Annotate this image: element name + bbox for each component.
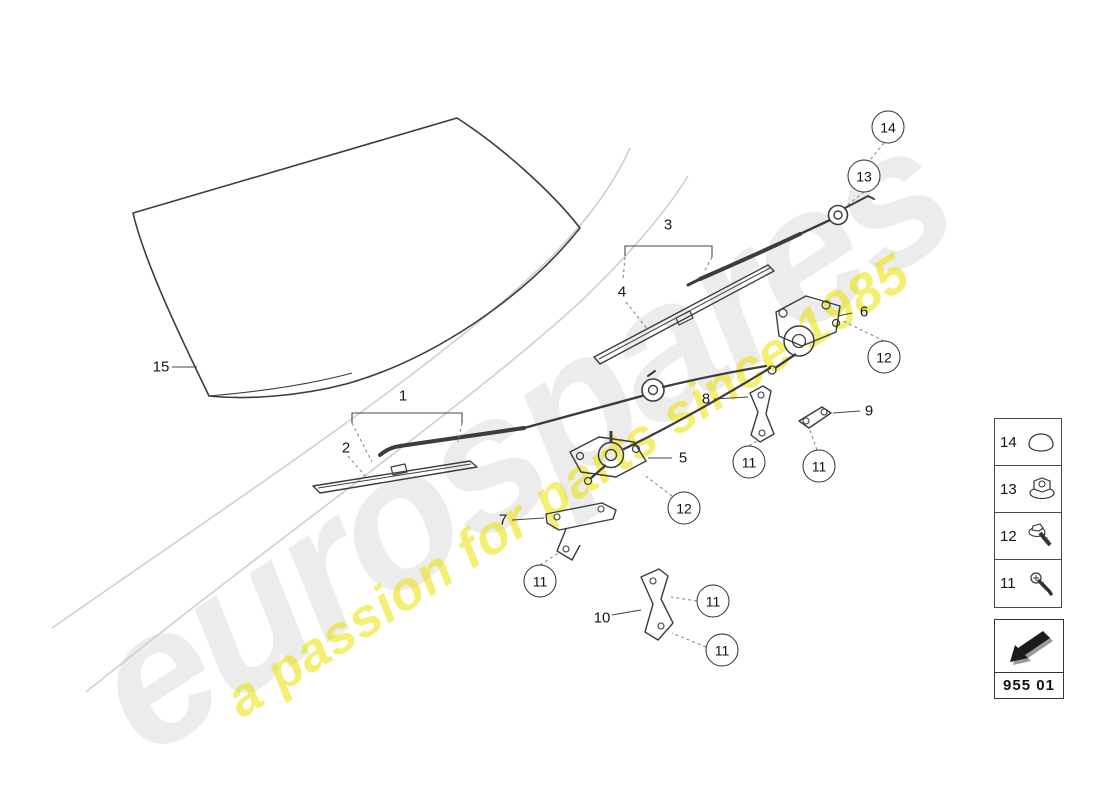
dotted-leader-lines bbox=[347, 142, 885, 648]
callout-circle-11: 11 bbox=[732, 445, 766, 479]
direction-arrow-icon bbox=[995, 620, 1063, 673]
wiper-blade-left bbox=[312, 460, 478, 494]
callout-circle-11: 11 bbox=[696, 584, 730, 618]
cap-icon bbox=[1028, 433, 1054, 452]
swoosh-decoration bbox=[51, 147, 689, 693]
legend-label-14: 14 bbox=[1000, 433, 1017, 451]
callout-circle-13: 13 bbox=[847, 159, 881, 193]
callout-4: 4 bbox=[617, 283, 627, 301]
windshield-glass bbox=[132, 117, 581, 399]
callout-15: 15 bbox=[152, 358, 170, 376]
legend-row-12: 12 bbox=[995, 513, 1061, 560]
link-lever-9 bbox=[798, 406, 832, 429]
wiper-arm-right bbox=[686, 194, 875, 287]
callout-1: 1 bbox=[398, 387, 408, 405]
callout-circle-11: 11 bbox=[705, 633, 739, 667]
legend-row-11: 11 bbox=[995, 560, 1061, 607]
mount-bracket-10 bbox=[640, 568, 674, 641]
callout-circle-12: 12 bbox=[667, 491, 701, 525]
callout-9: 9 bbox=[864, 402, 874, 420]
callout-3: 3 bbox=[663, 216, 673, 234]
legend-label-13: 13 bbox=[1000, 480, 1017, 498]
callout-5: 5 bbox=[678, 449, 688, 467]
linkage-bracket-5 bbox=[569, 431, 647, 486]
dimension-lines bbox=[172, 245, 861, 616]
legend-row-14: 14 bbox=[995, 419, 1061, 466]
callout-circle-14: 14 bbox=[871, 110, 905, 144]
callout-10: 10 bbox=[593, 609, 611, 627]
callout-2: 2 bbox=[341, 439, 351, 457]
fastener-legend: 14 13 12 11 bbox=[994, 418, 1062, 608]
callout-7: 7 bbox=[498, 511, 508, 529]
flange-bolt-icon bbox=[1028, 523, 1052, 547]
part-code-box: 955 01 bbox=[994, 619, 1064, 699]
linkage-rods bbox=[622, 364, 772, 451]
wiper-arm-left bbox=[378, 370, 665, 457]
legend-row-13: 13 bbox=[995, 466, 1061, 513]
legend-label-12: 12 bbox=[1000, 527, 1017, 545]
legend-label-11: 11 bbox=[1000, 575, 1016, 592]
part-code: 955 01 bbox=[1003, 677, 1055, 694]
callout-circle-11: 11 bbox=[523, 564, 557, 598]
screw-icon bbox=[1030, 571, 1053, 596]
callout-8: 8 bbox=[701, 390, 711, 408]
wiper-blade-right bbox=[593, 264, 775, 365]
mount-bracket-7 bbox=[545, 502, 617, 561]
mount-bracket-8 bbox=[749, 385, 775, 443]
callout-6: 6 bbox=[859, 303, 869, 321]
callout-circle-11: 11 bbox=[802, 449, 836, 483]
callout-circle-12: 12 bbox=[867, 340, 901, 374]
flange-nut-icon bbox=[1029, 477, 1055, 500]
wiper-motor bbox=[767, 295, 841, 375]
